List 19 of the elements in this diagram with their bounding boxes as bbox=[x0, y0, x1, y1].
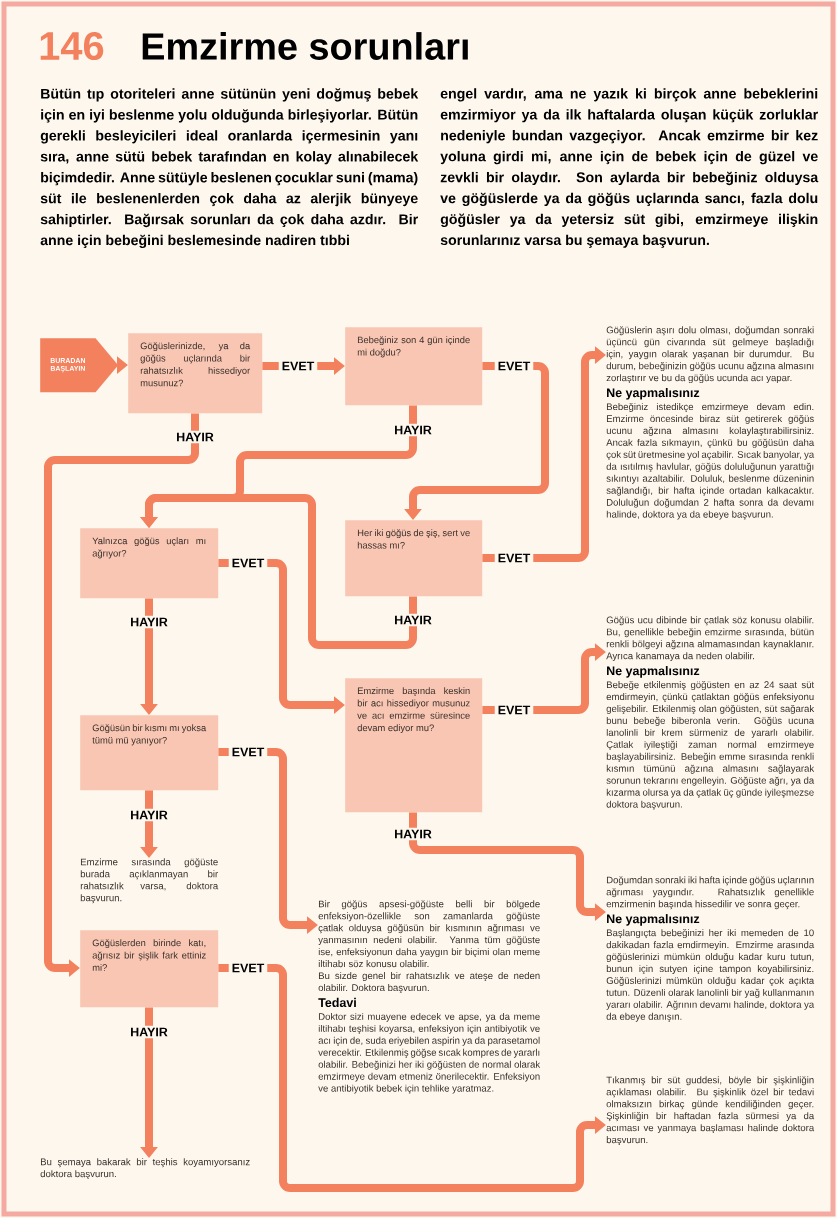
answer-text: Bir göğüs apsesi-göğüste belli bir bölgede enfeksiyon-özellikle son zamanlarda göğüste çatlak olduysa göğüsün bir kısmının ağrıması ve yanmasının nedeni olabilir. Yanma tüm göğüste ise, enfeksiyonun daha yaygın bir biçimi olan meme iltihabı söz konusu olabilir. Bu sizde genel bir rahatsızlık ve ateşe de neden olabilir. Doktora başvurun. Tedavi Doktor sizi muayene edecek ve apse, ya da meme iltihabı teşhisi koyarsa, enfeksiyon için antibiyotik ve acı için de, suda eriyebilen aspirin ya da parasetamol verecektir. Etkilenmiş göğse sıcak kompres de yararlı olabilir. Bebeğinizi her iki göğüsten de normal olarak emzirmeye devam etmeniz önerilecektir. Enfeksiyon ve antibiyotik bebek için tehlike yaratmaz. bbox=[318, 900, 541, 1094]
intro-text: Bütün tıp otoriteleri anne sütünün yeni doğmuş bebek için en iyi beslenme yolu olduğunda birleşiyorlar. Bütün gerekli besleyicileri ideal oranlarda içermesinin yanı sıra, anne sütü bebek tarafından en kolay alınabilecek biçimdedir. Anne sütüyle beslenen çocuklar suni (mama) süt ile beslenenlerden çok daha az alerjik bünyeye sahiptirler. Bağırsak sorunları da çok daha azdır. Bir anne için bebeğini beslemesinde nadiren tıbbi bbox=[40, 88, 419, 249]
question-box: Göğüslerden birinde katı, ağrısız bir şişlik fark ettiniz mi? bbox=[80, 930, 219, 1008]
question-box: Her iki göğüs de şiş, sert ve hassas mı? bbox=[345, 520, 483, 597]
flow-arrow bbox=[218, 964, 606, 1192]
answer-text: Doğumdan sonraki iki hafta içinde göğüs uçlarının ağrıması yaygındır. Rahatsızlık genellikle emzirmenin başında hissedilir ve sonra geçer. Ne yapmalısınız Başlangıçta bebeğinizi her iki memeden de 10 dakikadan fazla emdirmeyin. Emzirme arasında göğüslerinizi mümkün olduğu kadar kuru tutun, bunun için sutyen içine tampon koyabilirsiniz. Göğüslerinizi mümkün olduğu kadar çok açıkta tutun. Düzenli olarak lanolinli bir yağ kullanmanın yararı olabilir. Ağrının devamı halinde, doktora ya da ebeye danışın. bbox=[606, 876, 815, 1022]
answer-text: Göğüs ucu dibinde bir çatlak söz konusu olabilir. Bu, genellikle bebeğin emzirme sırasında, bütün renkli bölgeyi ağzına almamasından kaynaklanır. Ayrıca kanamaya da neden olabilir. Ne yapmalısınız Bebeğe etkilenmiş göğüsten en az 24 saat süt emdirmeyin, çünkü çatlaktan göğüs enfeksiyonu gelişebilir. Etkilenmiş olan göğüsten, süt sağarak bunu bebeğe biberonla verin. Göğüs ucuna lanolinli bir krem sürmeniz de yararlı olabilir. Çatlak iyileştiği zaman normal emzirmeye başlayabilirsiniz. Bebeğin emme sırasında renkli kısmın tümünü ağzına almasını sağlayarak sorunun tekrarını engelleyin. Göğüste ağrı, ya da kızarma olursa ya da çatlak üç günde iyileşmezse doktora başvurun. bbox=[606, 616, 815, 810]
question-box: Göğüslerinizde, ya da göğüs uçlarında bir rahatsızlık hissediyor musunuz? bbox=[128, 333, 263, 414]
title: Emzirme sorunları bbox=[142, 32, 468, 60]
page-number: 146 bbox=[40, 31, 104, 61]
question-box: Emzirme başında keskin bir acı hissediyor musunuz ve acı emzirme süresince devam ediyor mu? bbox=[345, 678, 483, 813]
answer-text: Göğüslerin aşırı dolu olması, doğumdan sonraki üçüncü gün civarında süt gelmeye başladığı için, yaygın olarak yaşanan bir durumdur. Bu durum, bebeğinizin göğüs ucunu ağzına almasını zorlaştırır ve bu da göğüs ucunda acı yapar. Ne yapmalısınız Bebeğiniz istedikçe emzirmeye devam edin. Emzirme öncesinde biraz süt getirerek göğüs ucunu ağzına almasını kolaylaştırabilirsiniz. Ancak fazla sıkmayın, çünkü bu göğüsün daha çok süt üretmesine yol açabilir. Sıcak banyolar, ya da ısıtılmış havlular, göğüs doluluğunun yarattığı sıkıntıyı azaltabilir. Doluluk, beslenme düzeninin sağlandığı, bir hafta içinde ortadan kalkacaktır. Doluluğun doğumdan 2 hafta sonra da devamı halinde, doktora ya da ebeye başvurun. bbox=[606, 326, 815, 520]
question-box: Göğüsün bir kısmı mı yoksa tümü mü yanıyor? bbox=[80, 715, 219, 791]
intro-text: engel vardır, ama ne yazık ki birçok anne bebeklerini emzirmiyor ya da ilk haftalarda oluşan küçük zorluklar nedeniyle bundan vazgeçiyor. Ancak emzirme bir kez yoluna girdi mi, anne için de bebek için de güzel ve zevkli bir olaydır. Son aylarda bir bebeğiniz olduysa ve göğüslerde ya da göğüs uçlarında sancı, fazla dolu göğüsler ya da yetersiz süt gibi, emzirmeye ilişkin sorunlarınız varsa bu şemaya başvurun. bbox=[440, 88, 819, 248]
question-box: Bebeğiniz son 4 gün içinde mi doğdu? bbox=[345, 327, 483, 406]
answer-text: Tıkanmış bir süt guddesi, böyle bir şişkinliğin açıklaması olabilir. Bu şişkinlik özel bir tedavi olmaksızın birkaç günde kendiliğinden geçer. Şişkinliğin bir haftadan fazla sürmesi ya da acıması ve yanmaya başlaması halinde doktora başvurun. bbox=[606, 1076, 815, 1146]
answer-text: Bu şemaya bakarak bir teşhis koyamıyorsanız doktora başvurun. bbox=[40, 1158, 250, 1180]
question-box: Yalnızca göğüs uçları mı ağrıyor? bbox=[80, 528, 219, 599]
answer-text: Emzirme sırasında göğüste burada açıklanmayan bir rahatsızlık varsa, doktora başvurun. bbox=[80, 858, 219, 904]
